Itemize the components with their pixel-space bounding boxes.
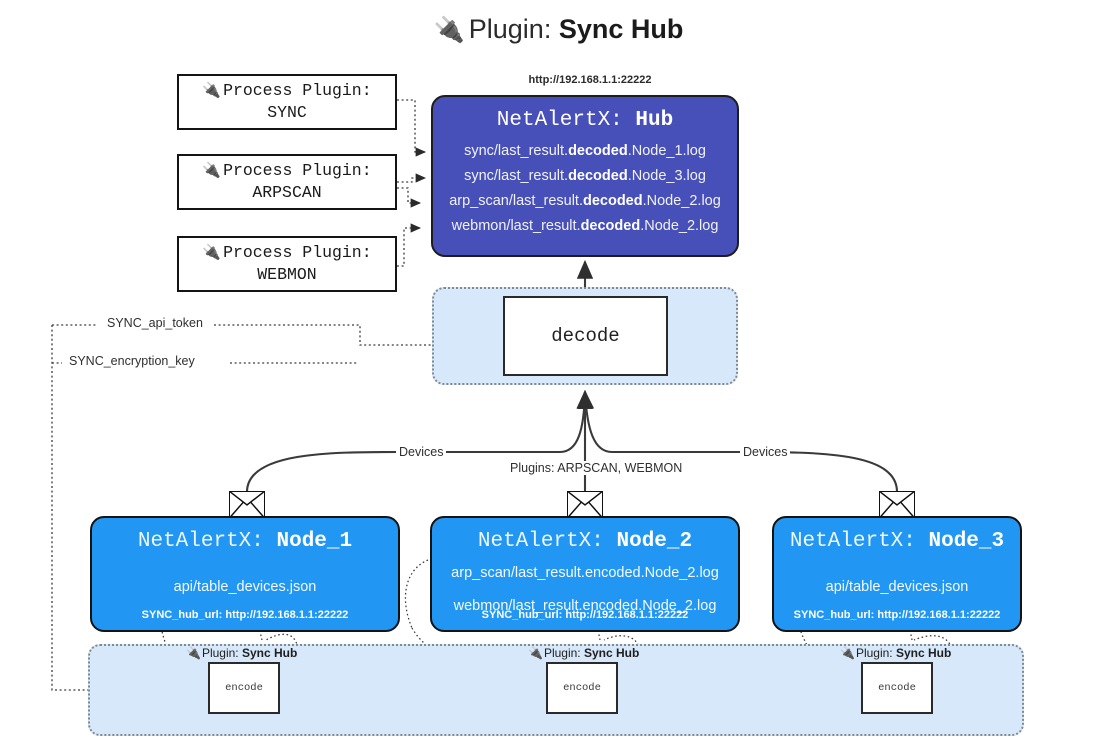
node-app-name: NetAlertX: (477, 530, 604, 553)
encode-plugin-name: Sync Hub (896, 646, 952, 660)
node-app-name: NetAlertX: (789, 530, 916, 553)
process-plugin-name: ARPSCAN (252, 183, 322, 202)
node-resource: arp_scan/last_result.encoded.Node_2.log (451, 565, 719, 581)
page-title-name: Sync Hub (558, 14, 684, 44)
label-devices-right: Devices (740, 445, 791, 459)
electric-plug-icon: 🔌 (528, 646, 543, 660)
electric-plug-icon: 🔌 (840, 646, 855, 660)
node-name: Node_1 (276, 530, 353, 553)
node-resource: api/table_devices.json (825, 579, 969, 595)
hub-log-suffix: .Node_2.log (642, 192, 721, 209)
node-title: NetAlertX: Node_2 (478, 530, 692, 553)
electric-plug-icon: 🔌 (186, 646, 201, 660)
node-card-node-1[interactable]: NetAlertX: Node_1 api/table_devices.json… (90, 516, 400, 632)
node-name: Node_3 (928, 530, 1005, 553)
process-plugin-box-arpscan[interactable]: 🔌 Process Plugin: ARPSCAN (177, 154, 397, 210)
process-plugin-box-webmon[interactable]: 🔌 Process Plugin: WEBMON (177, 236, 397, 292)
node-to-decode-arrows (245, 389, 899, 493)
hub-log-prefix: sync/last_result. (464, 167, 569, 184)
hub-log-emphasis: decoded (582, 192, 643, 209)
node-footer: SYNC_hub_url: http://192.168.1.1:22222 (141, 609, 349, 621)
token-connectors (51, 324, 498, 695)
hub-log-suffix: .Node_3.log (627, 167, 706, 184)
node-app-name: NetAlertX: (137, 530, 264, 553)
hub-log-emphasis: decoded (568, 143, 628, 159)
decode-box[interactable]: decode (503, 296, 668, 376)
process-plugin-heading-row: 🔌 Process Plugin: (202, 160, 371, 182)
process-plugin-heading-row: 🔌 Process Plugin: (202, 80, 371, 102)
label-plugins: Plugins: ARPSCAN, WEBMON (507, 461, 686, 475)
node-title: NetAlertX: Node_3 (790, 530, 1004, 553)
node-footer: SYNC_hub_url: http://192.168.1.1:22222 (793, 609, 1001, 621)
node-name: Node_2 (616, 530, 693, 553)
hub-log-suffix: .Node_1.log (627, 143, 706, 159)
hub-node-name: Hub (635, 109, 674, 132)
process-plugin-box-sync[interactable]: 🔌 Process Plugin: SYNC (177, 74, 397, 130)
label-sync-encryption-key: SYNC_encryption_key (66, 354, 198, 368)
hub-log-emphasis: decoded (580, 217, 641, 234)
hub-title: NetAlertX: Hub (497, 109, 673, 132)
electric-plug-icon: 🔌 (202, 243, 222, 262)
electric-plug-icon: 🔌 (433, 16, 465, 44)
process-plugin-heading: Process Plugin: (223, 161, 372, 181)
hub-node[interactable]: NetAlertX: Hub sync/last_result.decoded.… (431, 95, 739, 257)
hub-log-prefix: sync/last_result. (464, 143, 569, 159)
hub-log-line: sync/last_result.decoded.Node_3.log (464, 164, 706, 189)
encode-box-node-1[interactable]: encode (208, 662, 280, 714)
hub-log-prefix: arp_scan/last_result. (449, 192, 583, 209)
electric-plug-icon: 🔌 (202, 81, 222, 100)
encode-plugin-prefix: Plugin: (855, 646, 893, 660)
encode-plugin-prefix: Plugin: (543, 646, 581, 660)
label-devices-left: Devices (396, 445, 447, 459)
hub-app-name: NetAlertX: (496, 109, 623, 132)
encode-plugin-tag: 🔌Plugin: Sync Hub (528, 646, 639, 660)
node-resource: webmon/last_result.encoded.Node_2.log (453, 598, 717, 615)
process-plugin-heading: Process Plugin: (223, 243, 372, 263)
envelope-icon (879, 491, 915, 518)
envelope-icon (567, 491, 603, 518)
hub-log-line: sync/last_result.decoded.Node_1.log (464, 139, 706, 164)
hub-url-label: http://192.168.1.1:22222 (528, 74, 652, 86)
encode-plugin-name: Sync Hub (584, 646, 640, 660)
electric-plug-icon: 🔌 (202, 161, 222, 180)
encode-plugin-tag: 🔌Plugin: Sync Hub (186, 646, 297, 660)
page-title-prefix: Plugin: (468, 14, 552, 44)
encode-plugin-name: Sync Hub (242, 646, 298, 660)
process-plugin-name: SYNC (267, 103, 307, 122)
label-sync-api-token: SYNC_api_token (104, 316, 206, 330)
node-title: NetAlertX: Node_1 (138, 530, 352, 553)
node-card-node-3[interactable]: NetAlertX: Node_3 api/table_devices.json… (772, 516, 1022, 632)
process-plugin-heading: Process Plugin: (223, 81, 372, 101)
encode-box-node-2[interactable]: encode (546, 662, 618, 714)
plugin-to-hub-connectors (397, 99, 427, 267)
encode-box-node-3[interactable]: encode (861, 662, 933, 714)
page-title: 🔌Plugin: Sync Hub (0, 14, 1117, 45)
encode-plugin-tag: 🔌Plugin: Sync Hub (840, 646, 951, 660)
envelope-icon (229, 491, 265, 518)
hub-log-emphasis: decoded (568, 167, 628, 184)
hub-log-line: arp_scan/last_result.decoded.Node_2.log (449, 189, 721, 214)
node-card-node-2[interactable]: NetAlertX: Node_2 arp_scan/last_result.e… (430, 516, 740, 632)
hub-log-suffix: .Node_2.log (640, 217, 719, 234)
node-resource: api/table_devices.json (173, 579, 317, 595)
encode-plugin-prefix: Plugin: (201, 646, 239, 660)
process-plugin-heading-row: 🔌 Process Plugin: (202, 242, 371, 264)
hub-log-line: webmon/last_result.decoded.Node_2.log (452, 214, 719, 239)
node-footer: SYNC_hub_url: http://192.168.1.1:22222 (481, 609, 689, 621)
process-plugin-name: WEBMON (257, 265, 317, 284)
hub-log-prefix: webmon/last_result. (451, 217, 581, 234)
